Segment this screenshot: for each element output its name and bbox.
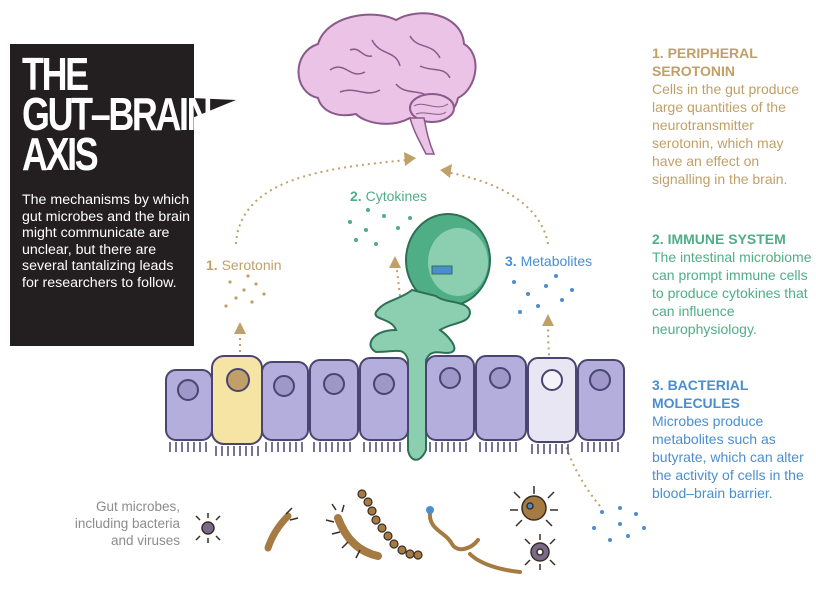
note-bacterial-heading: 3. Bacterial molecules [652, 377, 749, 411]
serotonin-up-arrowhead [234, 322, 246, 334]
title-line-3: AXIS [22, 128, 99, 180]
serotonin-label: 1. Serotonin [206, 257, 282, 273]
title-line-1: THE [22, 48, 89, 100]
title-pointer [192, 98, 236, 118]
note-bacterial: 3. Bacterial molecules Microbes produce … [652, 376, 812, 502]
immune-cell-icon [369, 213, 491, 461]
note-serotonin: 1. Peripheral serotonin Cells in the gut… [652, 44, 812, 188]
note-immune-body: The intestinal microbiome can prompt imm… [652, 249, 812, 337]
microbes-icon [195, 486, 558, 574]
title-line-2: GUT–BRAIN [22, 88, 213, 140]
serotonin-text: Serotonin [221, 257, 282, 273]
serotonin-number: 1. [206, 257, 218, 273]
serotonin-dots [224, 274, 266, 308]
title-description: The mechanisms by which gut microbes and… [22, 192, 190, 291]
metabolites-arrowhead [440, 164, 452, 178]
metabolites-number: 3. [505, 253, 517, 269]
note-serotonin-body: Cells in the gut produce large quantitie… [652, 81, 800, 187]
title-panel: THE GUT–BRAIN AXIS The mechanisms by whi… [10, 44, 213, 346]
metabolites-up-arrowhead [542, 314, 554, 326]
cytokines-arrowhead [389, 256, 401, 268]
note-bacterial-body: Microbes produce metabolites such as but… [652, 413, 804, 501]
brain-icon [297, 12, 477, 155]
note-immune-heading: 2. Immune system [652, 231, 786, 247]
cytokine-dots [348, 208, 412, 246]
metabolite-dots [512, 274, 646, 542]
gut-epithelium [165, 355, 625, 456]
note-serotonin-heading: 1. Peripheral serotonin [652, 45, 758, 79]
note-immune: 2. Immune system The intestinal microbio… [652, 230, 812, 338]
pale-cell [527, 357, 577, 443]
serotonin-arrowhead [404, 152, 416, 166]
gut-microbes-label: Gut microbes, including bacteria and vir… [74, 499, 180, 548]
cytokines-number: 2. [350, 188, 362, 204]
page-title: THE GUT–BRAIN AXIS [22, 48, 213, 180]
cytokines-text: Cytokines [365, 188, 428, 204]
metabolites-label: 3. Metabolites [505, 253, 592, 269]
cytokines-label: 2. Cytokines [350, 188, 427, 204]
metabolites-text: Metabolites [520, 253, 593, 269]
